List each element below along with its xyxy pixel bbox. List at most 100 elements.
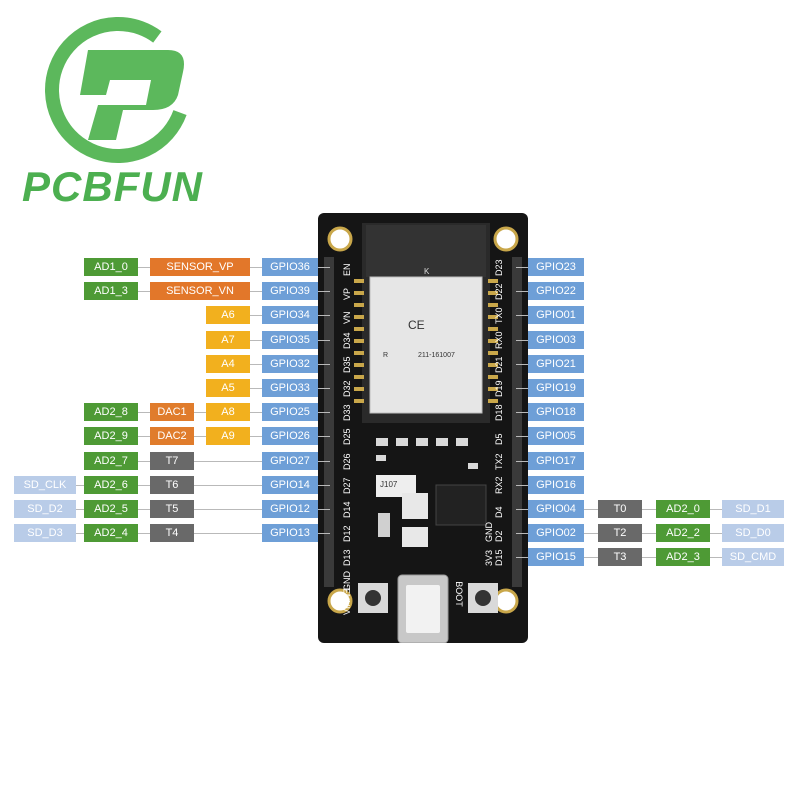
- right-connector-line: [516, 509, 784, 510]
- board-pin-label-right: D2: [494, 530, 504, 542]
- right-row-t-label: T2: [598, 524, 642, 542]
- board-pin-label-left: D26: [342, 453, 352, 470]
- board-pin-label-left: D25: [342, 428, 352, 445]
- left-row-gpio-label: GPIO25: [262, 403, 318, 421]
- board-pin-label-left: D35: [342, 356, 352, 373]
- logo-mark-icon: [45, 17, 191, 163]
- right-row-gpio-label: GPIO04: [528, 500, 584, 518]
- left-row-gpio-label: GPIO36: [262, 258, 318, 276]
- board-pin-label-left: D12: [342, 525, 352, 542]
- left-row-gpio-label: GPIO14: [262, 476, 318, 494]
- left-row-sd-label: SD_D2: [14, 500, 76, 518]
- left-row-gpio-label: GPIO39: [262, 282, 318, 300]
- right-row-sd-label: SD_D0: [722, 524, 784, 542]
- left-row-sensor-label: SENSOR_VP: [150, 258, 250, 276]
- left-row-a-label: A9: [206, 427, 250, 445]
- board-pin-label-left: D13: [342, 549, 352, 566]
- left-row-gpio-label: GPIO26: [262, 427, 318, 445]
- right-row-gpio-label: GPIO19: [528, 379, 584, 397]
- left-row-gpio-label: GPIO35: [262, 331, 318, 349]
- board-pin-label-left: VN: [342, 311, 352, 324]
- board-pin-label-left: D34: [342, 332, 352, 349]
- board-pin-label-left: D33: [342, 404, 352, 421]
- left-row-a-label: A8: [206, 403, 250, 421]
- brand-name: PCBFUN: [22, 163, 203, 210]
- right-row-gpio-label: GPIO23: [528, 258, 584, 276]
- right-connector-line: [516, 533, 784, 534]
- board-pin-label-right: D15: [494, 549, 504, 566]
- board-pin-label-right: D5: [494, 433, 504, 445]
- left-row-gpio-label: GPIO13: [262, 524, 318, 542]
- right-row-gpio-label: GPIO01: [528, 306, 584, 324]
- left-row-ad-label: AD1_3: [84, 282, 138, 300]
- right-row-gpio-label: GPIO21: [528, 355, 584, 373]
- board-pin-label-right: D22: [494, 283, 504, 300]
- left-row-gpio-label: GPIO34: [262, 306, 318, 324]
- left-row-sd-label: SD_CLK: [14, 476, 76, 494]
- button-boot-label: BOOT: [453, 581, 464, 607]
- right-row-ad-label: AD2_0: [656, 500, 710, 518]
- module-mark-r: R: [383, 352, 389, 359]
- left-row-t-label: T5: [150, 500, 194, 518]
- left-row-ad-label: AD2_9: [84, 427, 138, 445]
- board-pin-label-right: 3V3: [484, 549, 494, 566]
- right-row-ad-label: AD2_2: [656, 524, 710, 542]
- board-pin-label-left: EN: [342, 263, 352, 276]
- module-mark-cert: 211-161007: [418, 352, 455, 359]
- pcbfun-logo: [18, 10, 218, 220]
- right-row-gpio-label: GPIO17: [528, 452, 584, 470]
- board-pin-label-left: GND: [342, 571, 352, 591]
- board-pin-label-right: D23: [494, 259, 504, 276]
- module-mark-k: K: [424, 267, 430, 276]
- left-row-t-label: T4: [150, 524, 194, 542]
- left-row-a-label: A4: [206, 355, 250, 373]
- connector-label: J107: [380, 480, 398, 489]
- right-row-t-label: T3: [598, 548, 642, 566]
- left-row-a-label: A6: [206, 306, 250, 324]
- board-pin-label-right: D4: [494, 506, 504, 518]
- left-row-ad-label: AD2_5: [84, 500, 138, 518]
- left-row-gpio-label: GPIO33: [262, 379, 318, 397]
- left-row-ad-label: AD2_4: [84, 524, 138, 542]
- left-row-ad-label: AD2_6: [84, 476, 138, 494]
- right-row-gpio-label: GPIO16: [528, 476, 584, 494]
- board-pin-label-right: RX2: [494, 476, 504, 494]
- left-row-sd-label: SD_D3: [14, 524, 76, 542]
- right-row-gpio-label: GPIO03: [528, 331, 584, 349]
- right-row-gpio-label: GPIO22: [528, 282, 584, 300]
- left-row-a-label: A5: [206, 379, 250, 397]
- left-row-dac-label: DAC2: [150, 427, 194, 445]
- board-pin-label-left: D32: [342, 380, 352, 397]
- board-pin-label-right: RX0: [494, 331, 504, 349]
- board-pin-label-right: TX2: [494, 453, 504, 470]
- right-row-ad-label: AD2_3: [656, 548, 710, 566]
- board-pin-label-right: D19: [494, 380, 504, 397]
- left-row-sensor-label: SENSOR_VN: [150, 282, 250, 300]
- left-row-ad-label: AD2_8: [84, 403, 138, 421]
- module-mark-ce: CE: [408, 318, 425, 332]
- right-row-t-label: T0: [598, 500, 642, 518]
- board-pin-label-right: GND: [484, 522, 494, 542]
- left-row-ad-label: AD1_0: [84, 258, 138, 276]
- board-pin-label-right: D21: [494, 356, 504, 373]
- board-pin-label-right: D18: [494, 404, 504, 421]
- board-pin-label-left: VP: [342, 287, 352, 300]
- left-row-t-label: T7: [150, 452, 194, 470]
- left-row-a-label: A7: [206, 331, 250, 349]
- right-row-gpio-label: GPIO02: [528, 524, 584, 542]
- board-pin-label-left: D14: [342, 501, 352, 518]
- left-row-gpio-label: GPIO12: [262, 500, 318, 518]
- right-row-sd-label: SD_D1: [722, 500, 784, 518]
- left-row-dac-label: DAC1: [150, 403, 194, 421]
- right-row-gpio-label: GPIO18: [528, 403, 584, 421]
- left-row-t-label: T6: [150, 476, 194, 494]
- right-row-sd-label: SD_CMD: [722, 548, 784, 566]
- right-row-gpio-label: GPIO15: [528, 548, 584, 566]
- left-connector-line: [84, 461, 330, 462]
- board-pin-label-left: D27: [342, 477, 352, 494]
- right-row-gpio-label: GPIO05: [528, 427, 584, 445]
- left-row-ad-label: AD2_7: [84, 452, 138, 470]
- board-pin-label-left: VIN: [342, 599, 352, 615]
- board-pin-label-right: TX0: [494, 307, 504, 324]
